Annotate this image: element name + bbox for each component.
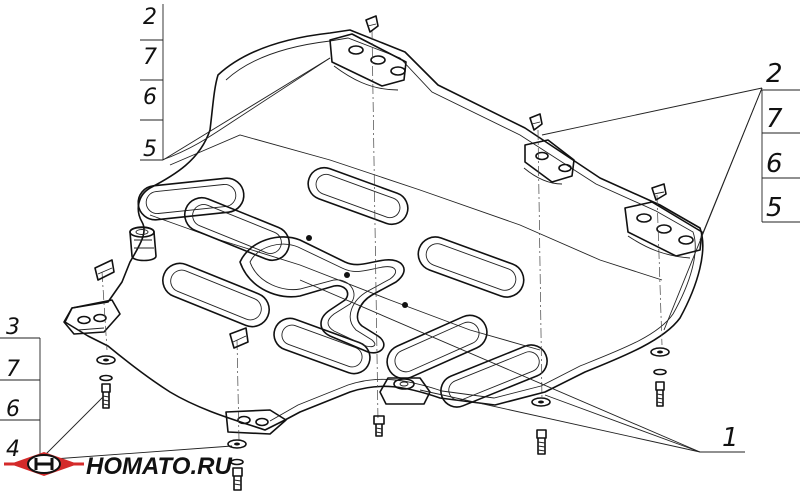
washer xyxy=(99,374,113,382)
center-channel-inner xyxy=(249,243,397,348)
rib xyxy=(440,344,548,408)
watermark-text: HOMATO.RU xyxy=(86,453,232,480)
callout-stack-left-bottom: 3 7 6 4 xyxy=(0,315,233,462)
callout-number: 6 xyxy=(766,149,783,179)
bolt xyxy=(655,381,665,407)
callout-bottom-right: 1 xyxy=(299,279,745,453)
callout-number: 6 xyxy=(143,85,157,110)
callout-number: 4 xyxy=(6,437,20,462)
mid-bend-line xyxy=(169,134,663,281)
rib xyxy=(183,196,291,262)
clip-nut xyxy=(651,183,667,201)
callout-stack-left-top: 2 7 6 5 xyxy=(140,4,331,162)
callout-number: 1 xyxy=(722,423,739,453)
washer xyxy=(531,397,551,407)
mount-hole xyxy=(306,235,312,241)
front-bend-line xyxy=(161,57,331,161)
assembly-axes xyxy=(101,29,663,441)
callout-number: 5 xyxy=(143,137,157,162)
bolt xyxy=(101,383,111,409)
callout-number: 7 xyxy=(766,104,783,134)
top-bracket-middle xyxy=(523,139,575,185)
rib xyxy=(417,236,525,298)
callout-number: 2 xyxy=(766,59,783,89)
mount-hole xyxy=(344,272,350,278)
washer xyxy=(227,439,247,449)
clip-nut xyxy=(94,259,115,281)
rib xyxy=(307,166,409,226)
center-channel xyxy=(239,236,405,354)
stamped-ribs xyxy=(137,166,548,408)
callout-stack-right-top: 2 7 6 5 xyxy=(541,59,800,331)
washer xyxy=(653,368,667,376)
callout-number: 5 xyxy=(766,193,783,223)
rib xyxy=(137,177,245,221)
front-left-bracket xyxy=(63,299,121,335)
callout-number: 2 xyxy=(143,5,157,30)
bolt xyxy=(536,429,547,455)
bottom-left-bracket xyxy=(225,409,287,435)
top-bracket-right xyxy=(624,201,703,259)
mount-hole xyxy=(402,302,408,308)
cylinder-mount-left xyxy=(129,226,157,262)
callout-number: 7 xyxy=(143,45,157,70)
clip-nut xyxy=(229,327,249,349)
washer xyxy=(650,347,670,357)
rib xyxy=(273,317,371,375)
clip-nut xyxy=(365,15,379,33)
rib xyxy=(162,262,270,328)
callout-number: 7 xyxy=(6,357,20,382)
washer xyxy=(96,355,116,365)
skid-plate-outline xyxy=(64,29,704,431)
skid-plate-inner-edge xyxy=(225,37,696,422)
top-bracket-left xyxy=(329,33,407,91)
bolt xyxy=(373,415,385,437)
washer xyxy=(230,458,244,466)
callout-number: 6 xyxy=(6,397,20,422)
watermark-logo: HOMATO.RU xyxy=(4,452,232,480)
bolt xyxy=(232,467,243,491)
clip-nut xyxy=(529,113,543,131)
callout-number: 3 xyxy=(6,315,20,340)
